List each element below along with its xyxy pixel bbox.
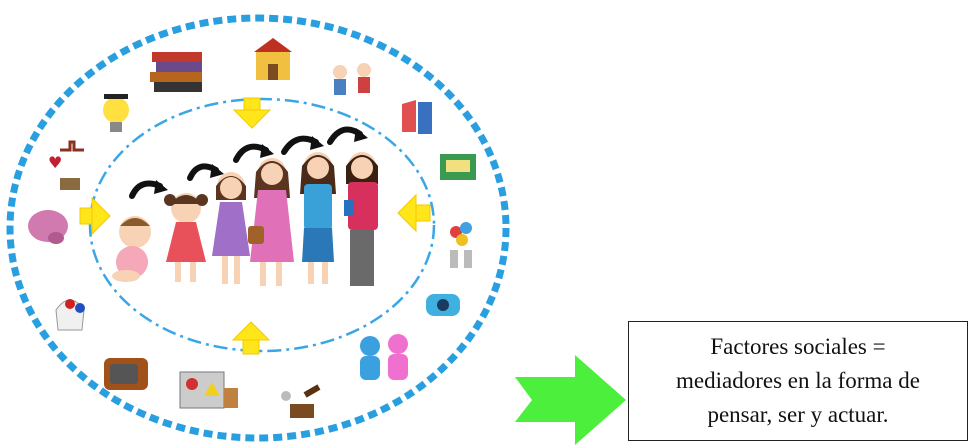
person-girl	[164, 193, 208, 282]
school-building-icon	[254, 38, 292, 80]
outer-ring	[6, 14, 510, 442]
television-icon	[104, 358, 148, 390]
children-couple-icon	[333, 63, 371, 95]
silhouettes-icon	[360, 334, 408, 380]
graduate-lightbulb-icon	[103, 94, 129, 132]
inner-ring	[88, 97, 436, 353]
clothing-icon	[402, 100, 432, 134]
arrow-left-right	[397, 193, 431, 233]
traffic-signs-icon	[179, 371, 238, 409]
arrow-up-bottom	[231, 321, 271, 355]
person-teen	[248, 158, 294, 286]
svg-text:♥: ♥	[48, 153, 62, 172]
person-baby	[112, 216, 151, 282]
caption-box: Factores sociales = mediadores en la for…	[628, 321, 968, 441]
books-icon	[150, 52, 202, 92]
person-child	[212, 172, 250, 284]
brain-icon	[28, 210, 68, 244]
person-young-woman	[300, 152, 336, 284]
person-woman	[344, 152, 378, 286]
justice-icon	[281, 384, 321, 418]
church-sign-icon	[440, 154, 476, 180]
big-green-arrow	[515, 355, 626, 445]
radio-icon	[426, 294, 460, 316]
arrow-down-top	[232, 97, 272, 129]
religion-icon: ♥	[48, 140, 84, 190]
balloons-people-icon	[450, 222, 472, 268]
hands-icon	[55, 299, 85, 331]
arrow-right-left	[79, 196, 111, 236]
caption-text: Factores sociales = mediadores en la for…	[676, 334, 920, 427]
